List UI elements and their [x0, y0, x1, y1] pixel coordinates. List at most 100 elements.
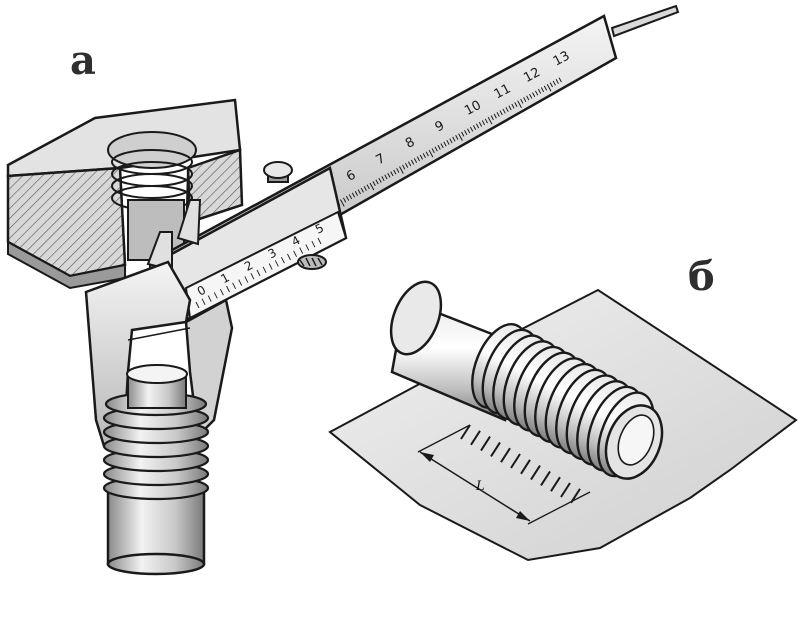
vernier-scale-tick	[274, 260, 279, 267]
main-scale-tick	[490, 115, 494, 121]
main-scale-label: 11	[492, 81, 514, 102]
main-scale-tick	[461, 131, 465, 137]
main-scale-tick	[543, 85, 548, 91]
main-scale-tick	[549, 82, 553, 88]
main-scale-tick	[469, 126, 474, 132]
main-scale-tick	[393, 169, 397, 175]
main-scale-tick	[363, 186, 367, 191]
main-scale-tick	[345, 195, 350, 201]
locking-screw	[263, 161, 293, 183]
main-scale-tick	[458, 133, 463, 141]
main-scale-tick	[526, 95, 530, 101]
main-scale-tick	[428, 149, 434, 158]
imprint-tick	[540, 470, 551, 486]
vernier-scale-tick	[226, 285, 230, 293]
main-scale-tick	[419, 154, 424, 160]
main-scale-tick	[484, 118, 488, 124]
main-scale-tick	[357, 189, 361, 195]
main-scale-tick	[425, 151, 429, 157]
main-scale-tick	[434, 146, 438, 152]
imprint-tick	[500, 447, 511, 463]
vernier-scale-tick	[317, 237, 322, 245]
vernier-scale-tick	[219, 288, 224, 296]
main-scale-label: 12	[521, 65, 543, 86]
main-scale-tick	[340, 199, 345, 207]
main-scale-tick	[366, 184, 370, 190]
imprint-tick	[490, 441, 501, 457]
main-scale-tick	[402, 164, 406, 170]
vernier-scale-tick	[244, 276, 249, 283]
main-scale-tick	[342, 197, 347, 203]
main-scale-tick	[405, 163, 409, 168]
main-scale-tick	[537, 88, 542, 94]
main-scale-tick	[487, 116, 493, 125]
main-scale-tick	[520, 98, 524, 104]
vernier-scale-tick	[280, 256, 285, 264]
vernier-scale-tick	[207, 295, 212, 302]
vernier-scale-tick	[305, 244, 310, 251]
main-scale-tick	[413, 158, 418, 163]
main-scale-tick	[478, 121, 483, 127]
thread-imprint-marks	[460, 424, 581, 504]
main-scale-label: 13	[551, 49, 573, 70]
main-scale-tick	[416, 156, 421, 162]
main-scale-tick	[499, 110, 503, 116]
main-scale-label: 10	[462, 98, 484, 119]
main-scale-tick	[396, 167, 400, 173]
main-scale-tick	[348, 194, 353, 200]
main-scale-tick	[369, 182, 375, 191]
imprint-tick	[480, 436, 491, 452]
main-scale-tick	[410, 159, 415, 165]
main-scale-tick	[407, 161, 412, 167]
vernier-scale-tick	[293, 250, 298, 258]
main-scale-tick	[514, 102, 518, 107]
imprint-tick	[530, 465, 541, 481]
main-scale-tick	[446, 139, 450, 145]
main-scale-tick	[440, 143, 444, 149]
vernier-scale-tick	[287, 253, 291, 261]
main-scale-tick	[384, 174, 388, 180]
main-scale-tick	[511, 103, 515, 109]
vernier-scale-tick	[238, 279, 243, 286]
main-scale-tick	[540, 87, 545, 93]
main-scale-tick	[437, 144, 441, 150]
vernier-scale-tick	[201, 298, 206, 306]
main-scale-tick	[546, 83, 552, 92]
threaded-bolt-a	[102, 364, 210, 576]
main-scale-tick	[508, 105, 512, 111]
panel-label-b: б	[688, 253, 715, 300]
vernier-scale-tick	[299, 247, 304, 254]
main-scale-tick	[552, 80, 556, 86]
length-label: L	[475, 479, 485, 494]
main-scale-tick	[529, 93, 533, 99]
vernier-scale-tick	[250, 272, 255, 280]
main-scale-tick	[555, 79, 559, 84]
main-scale-tick	[532, 92, 536, 98]
vernier-scale-tick	[256, 269, 261, 277]
vernier-scale-tick	[213, 292, 218, 299]
imprint-tick	[510, 453, 521, 469]
main-scale-tick	[452, 136, 456, 142]
main-scale-tick	[381, 176, 385, 182]
length-dimension-arrow	[419, 451, 531, 522]
vernier-scale-tick	[268, 263, 273, 270]
main-scale-tick	[378, 177, 382, 183]
main-scale-tick	[449, 138, 453, 144]
main-scale-tick	[354, 190, 359, 196]
main-scale-tick	[558, 77, 562, 83]
vernier-scale-tick	[232, 282, 237, 290]
main-scale-tick	[351, 192, 356, 198]
main-scale-tick	[399, 166, 404, 174]
main-scale-tick	[455, 135, 459, 140]
main-scale-tick	[464, 130, 468, 135]
main-scale-tick	[431, 148, 435, 154]
main-scale: 012345678910111213	[167, 49, 573, 295]
vernier-scale-tick	[311, 240, 316, 248]
main-scale-tick	[496, 111, 500, 117]
main-scale-tick	[523, 97, 527, 103]
main-scale-tick	[493, 113, 497, 119]
main-scale-tick	[475, 123, 480, 129]
panel-label-a: а	[70, 37, 96, 84]
